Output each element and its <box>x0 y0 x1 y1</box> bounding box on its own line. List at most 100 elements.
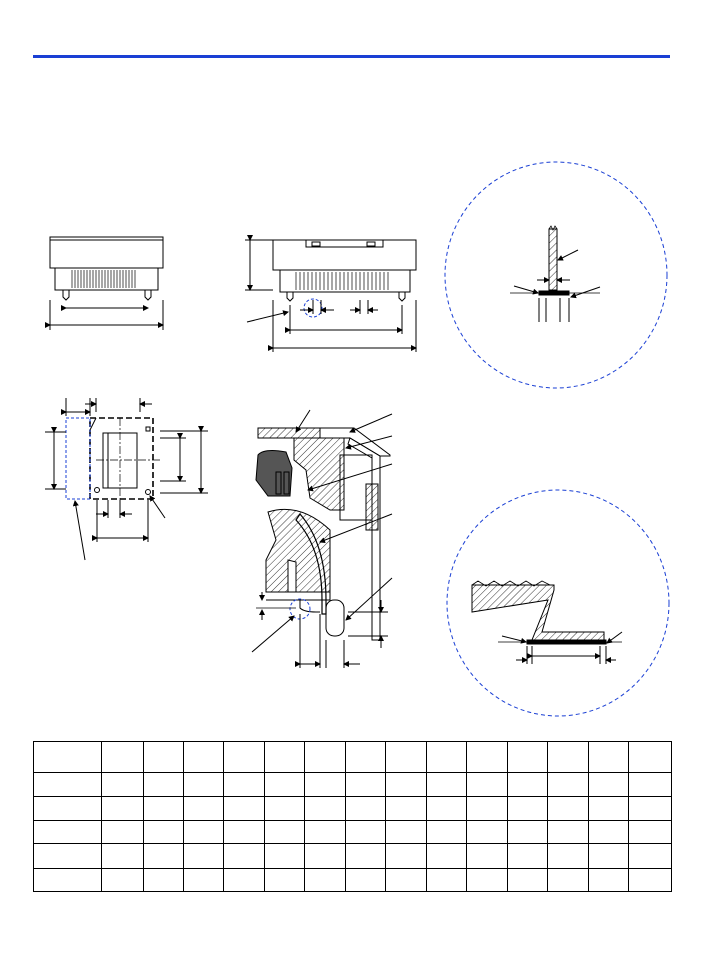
table-cell <box>385 795 427 822</box>
table-cell <box>628 843 672 869</box>
table-cell <box>223 843 265 869</box>
table-cell <box>183 843 224 869</box>
table-cell <box>101 740 144 774</box>
table-cell <box>547 740 589 774</box>
table-cell <box>345 772 386 797</box>
table-cell <box>304 795 346 822</box>
table-cell <box>304 867 346 893</box>
table-cell <box>345 820 386 845</box>
table-cell <box>264 843 305 869</box>
table-cell <box>628 867 672 893</box>
table-cell <box>507 843 548 869</box>
table-cell <box>101 843 144 869</box>
table-cell <box>426 843 467 869</box>
table-cell <box>628 740 672 774</box>
table-cell <box>385 740 427 774</box>
table-cell <box>223 867 265 893</box>
table-cell <box>385 867 427 893</box>
table-cell <box>264 795 305 822</box>
table-cell <box>264 740 305 774</box>
table-cell <box>143 820 184 845</box>
table-cell <box>385 820 427 845</box>
table-cell <box>426 820 467 845</box>
table-cell <box>143 772 184 797</box>
table-cell <box>33 867 102 893</box>
table-cell <box>345 795 386 822</box>
table-row <box>33 772 672 797</box>
table-cell <box>33 820 102 845</box>
header-rule <box>33 55 670 58</box>
table-cell <box>183 867 224 893</box>
table-cell <box>588 867 629 893</box>
table-cell <box>264 772 305 797</box>
connector-cross-section <box>251 409 393 668</box>
table-cell <box>345 843 386 869</box>
table-cell <box>304 740 346 774</box>
table-cell <box>426 795 467 822</box>
table-cell <box>385 772 427 797</box>
table-cell <box>143 843 184 869</box>
detail-circle-upper <box>444 161 668 389</box>
table-cell <box>101 867 144 893</box>
table-cell <box>223 795 265 822</box>
detail-circle-lower <box>446 489 670 717</box>
table-cell <box>466 795 508 822</box>
table-cell <box>223 772 265 797</box>
table-row <box>33 820 672 845</box>
table-row <box>33 843 672 869</box>
table-cell <box>143 867 184 893</box>
table-cell <box>507 740 548 774</box>
spec-table <box>33 740 672 893</box>
table-cell <box>466 867 508 893</box>
table-cell <box>466 740 508 774</box>
table-cell <box>304 772 346 797</box>
table-cell <box>101 820 144 845</box>
connector-footprint-view <box>45 398 208 561</box>
table-cell <box>628 795 672 822</box>
table-cell <box>588 820 629 845</box>
table-cell <box>385 843 427 869</box>
table-cell <box>588 795 629 822</box>
table-cell <box>33 795 102 822</box>
table-cell <box>547 867 589 893</box>
table-cell <box>304 843 346 869</box>
spec-table-body <box>33 740 672 893</box>
table-cell <box>183 772 224 797</box>
table-cell <box>143 795 184 822</box>
table-row <box>33 867 672 893</box>
table-cell <box>466 820 508 845</box>
table-cell <box>345 867 386 893</box>
table-cell <box>507 772 548 797</box>
table-cell <box>264 820 305 845</box>
table-cell <box>466 772 508 797</box>
table-cell <box>101 772 144 797</box>
table-cell <box>426 867 467 893</box>
table-cell <box>143 740 184 774</box>
table-cell <box>183 795 224 822</box>
table-cell <box>33 772 102 797</box>
table-cell <box>223 820 265 845</box>
table-cell <box>547 795 589 822</box>
table-cell <box>345 740 386 774</box>
table-cell <box>628 772 672 797</box>
table-cell <box>507 820 548 845</box>
table-cell <box>426 740 467 774</box>
table-cell <box>183 740 224 774</box>
table-cell <box>223 740 265 774</box>
table-cell <box>507 795 548 822</box>
connector-side-view <box>245 235 417 352</box>
table-row <box>33 795 672 822</box>
table-cell <box>264 867 305 893</box>
table-cell <box>507 867 548 893</box>
table-cell <box>183 820 224 845</box>
table-cell <box>588 740 629 774</box>
table-cell <box>33 740 102 774</box>
table-cell <box>547 820 589 845</box>
table-cell <box>547 843 589 869</box>
table-cell <box>304 820 346 845</box>
table-row <box>33 740 672 774</box>
table-cell <box>101 795 144 822</box>
table-cell <box>426 772 467 797</box>
table-cell <box>466 843 508 869</box>
